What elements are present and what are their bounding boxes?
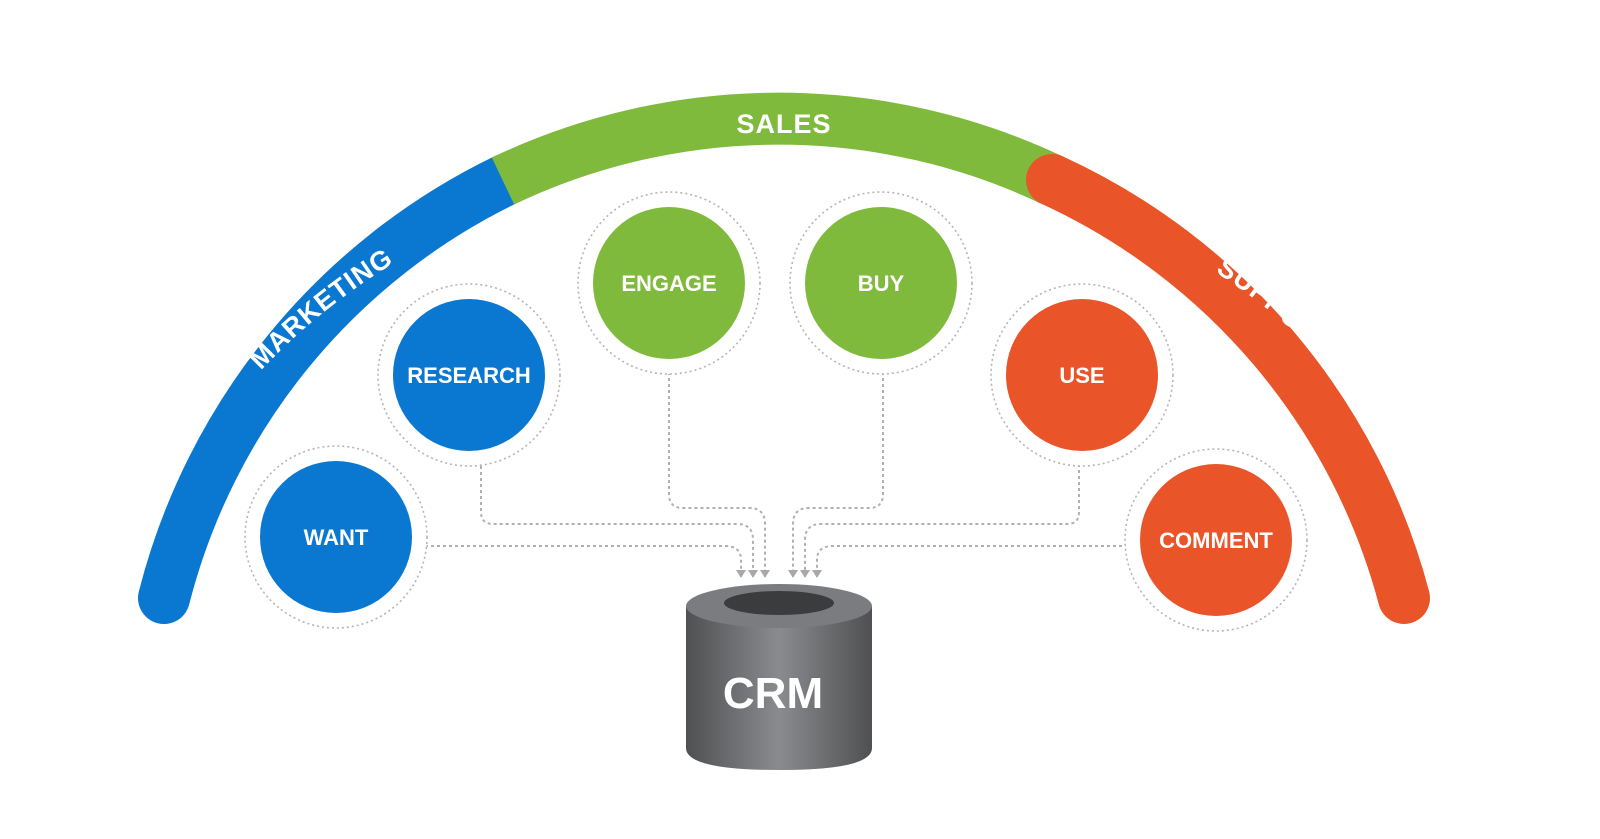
arc-marketing [138, 154, 531, 624]
stage-use-label: USE [1059, 363, 1104, 388]
crm-cylinder-body [686, 606, 872, 770]
stage-research-label: RESEARCH [407, 363, 530, 388]
stage-buy-label: BUY [858, 271, 905, 296]
stage-research-circle [393, 299, 545, 451]
phase-label-marketing: MARKETING [244, 242, 398, 375]
stage-research: RESEARCH [377, 283, 561, 467]
stage-engage-label: ENGAGE [621, 271, 716, 296]
crm-cylinder-hole [724, 591, 834, 615]
connector-buy [792, 372, 884, 572]
stage-comment: COMMENT [1124, 448, 1308, 632]
stage-use-circle [1006, 299, 1158, 451]
phase-label-sales: SALES [736, 109, 831, 139]
stage-buy: BUY [789, 191, 973, 375]
stage-use: USE [990, 283, 1174, 467]
arc-support [1026, 154, 1430, 624]
stage-comment-circle [1140, 464, 1292, 616]
connector-want [425, 545, 742, 572]
connector-research [480, 466, 754, 572]
connector-comment [816, 545, 1128, 572]
stage-want-label: WANT [304, 525, 369, 550]
connector-use [804, 464, 1080, 572]
stage-want-circle [260, 461, 412, 613]
stage-want: WANT [244, 445, 428, 629]
crm-label: CRM [723, 669, 823, 718]
arc-sales [491, 92, 1066, 205]
connector-engage [668, 372, 766, 572]
stage-engage: ENGAGE [577, 191, 761, 375]
stage-comment-label: COMMENT [1159, 528, 1273, 553]
connectors [425, 372, 1128, 578]
stage-buy-circle [805, 207, 957, 359]
crm-database-icon: CRM [686, 584, 872, 770]
stage-engage-circle [593, 207, 745, 359]
arrowheads [736, 570, 822, 578]
